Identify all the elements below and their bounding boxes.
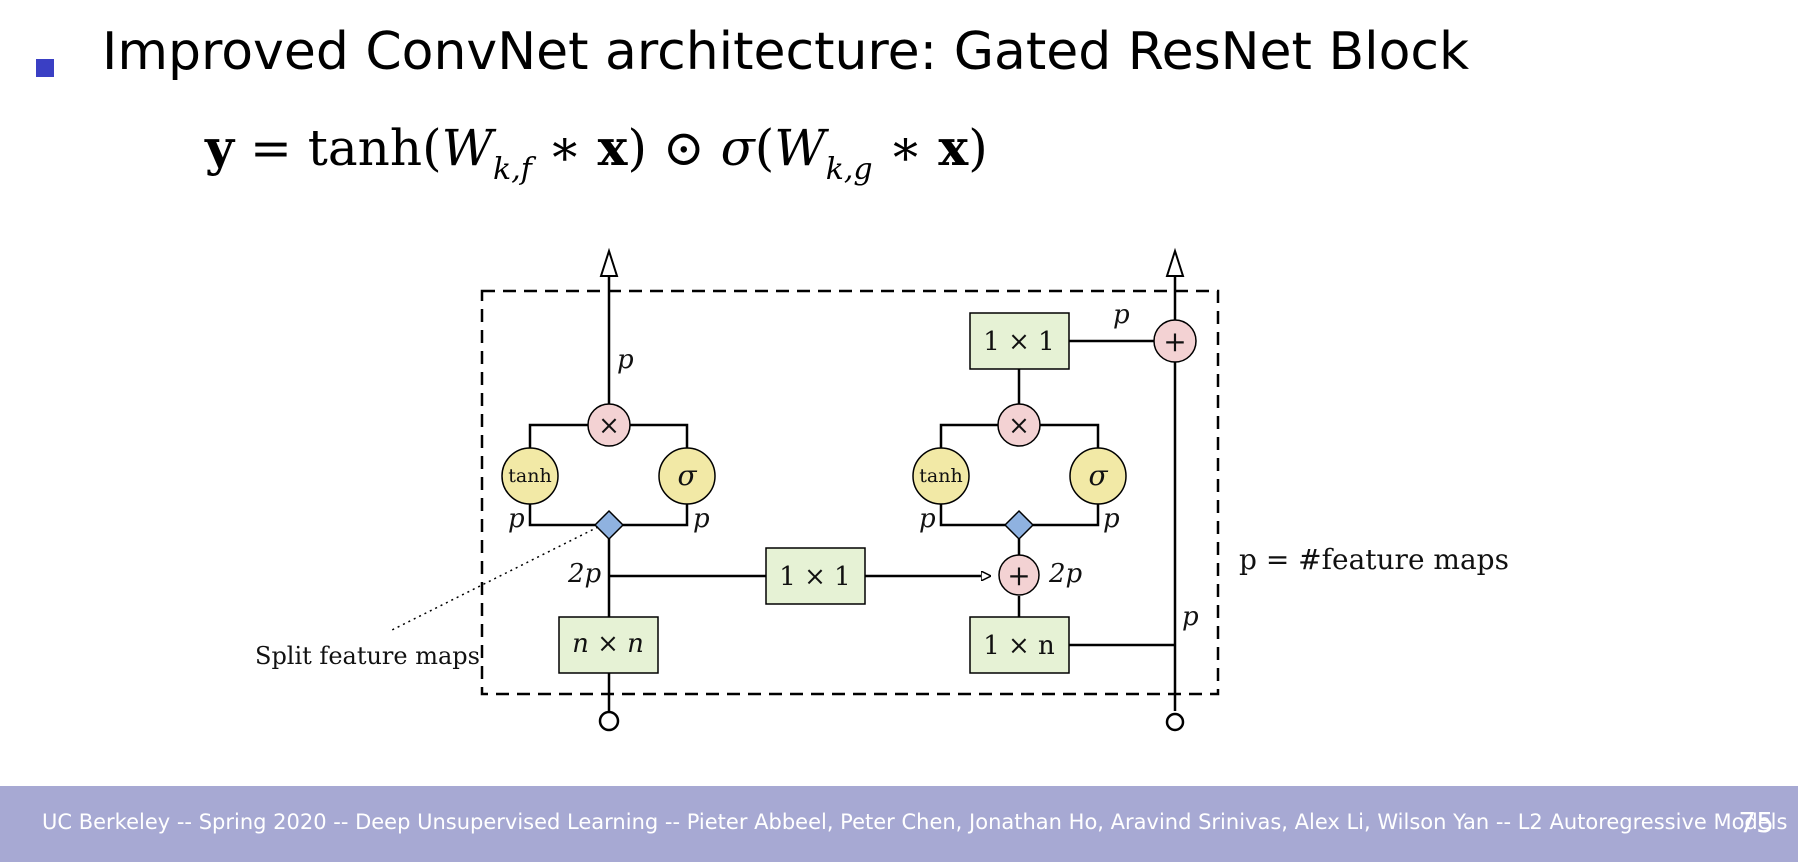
right-2p-label: 2p	[1048, 559, 1083, 589]
right-add-top-label: +	[1163, 325, 1186, 358]
conv-nxn-label: n × n	[572, 629, 644, 659]
left-path	[528, 247, 766, 711]
formula-sigma: σ	[720, 119, 755, 177]
left-p-top-label: p	[617, 345, 634, 375]
conv-1xn-label: 1 × n	[983, 631, 1055, 661]
gating-formula: y = tanh(Wk,f ∗ x) ⊙ σ(Wk,g ∗ x)	[205, 118, 988, 187]
formula-y: y	[205, 118, 235, 177]
left-p-left-label: p	[508, 504, 525, 534]
right-tanh-label: tanh	[919, 465, 962, 487]
formula-tanh: tanh(	[307, 119, 442, 177]
split-feature-maps-label: Split feature maps	[255, 642, 480, 670]
formula-star2: ∗	[872, 119, 939, 177]
conv-1x1-top-label: 1 × 1	[983, 327, 1054, 357]
right-add-top-node: +	[1153, 319, 1197, 363]
formula-w1: W	[441, 119, 494, 177]
left-input-node	[598, 710, 620, 732]
right-multiply-label: ×	[1008, 411, 1030, 441]
block-boundary	[480, 289, 1220, 696]
right-split-node	[1003, 509, 1035, 541]
formula-x2: x	[938, 118, 969, 177]
slide-title: Improved ConvNet architecture: Gated Res…	[102, 22, 1470, 82]
right-p-right-label: p	[1103, 504, 1120, 534]
left-p-right-label: p	[693, 504, 710, 534]
formula-open2: (	[754, 119, 775, 177]
left-sigma-node: σ	[658, 447, 716, 505]
left-split-node	[593, 509, 625, 541]
right-add-mid-node: +	[998, 554, 1040, 596]
right-tanh-node: tanh	[912, 447, 970, 505]
right-sigma-label: σ	[1088, 459, 1108, 492]
left-2p-label: 2p	[567, 559, 602, 589]
footer-text: UC Berkeley -- Spring 2020 -- Deep Unsup…	[42, 810, 1788, 834]
middle-conv-1x1-label: 1 × 1	[779, 562, 850, 592]
title-bullet	[36, 59, 54, 77]
right-multiply-node: ×	[997, 403, 1041, 447]
left-multiply-node: ×	[587, 403, 631, 447]
formula-close2: )	[968, 119, 988, 177]
right-input-node	[1165, 712, 1185, 732]
formula-star1: ∗	[531, 119, 598, 177]
split-pointer	[391, 526, 599, 631]
right-add-mid-label: +	[1007, 559, 1030, 592]
formula-x1: x	[597, 118, 628, 177]
right-p-skip-label: p	[1182, 602, 1199, 632]
footer-bar: UC Berkeley -- Spring 2020 -- Deep Unsup…	[0, 786, 1798, 862]
left-sigma-label: σ	[677, 459, 697, 492]
feature-maps-legend: p = #feature maps	[1239, 543, 1509, 576]
formula-w2: W	[774, 119, 826, 177]
middle-conv-1x1-box: 1 × 1	[765, 547, 866, 605]
right-p-top-label: p	[1113, 300, 1130, 330]
formula-equals: =	[249, 119, 292, 177]
gated-resnet-diagram: n × n tanh σ × p p p 2p Split feature ma…	[255, 247, 1509, 732]
formula-close1: )	[627, 119, 647, 177]
conv-1x1-top-box: 1 × 1	[969, 312, 1070, 370]
conv-1xn-box: 1 × n	[969, 616, 1070, 674]
formula-odot: ⊙	[646, 119, 721, 177]
conv-nxn-box: n × n	[558, 616, 659, 674]
left-multiply-label: ×	[598, 411, 620, 441]
page-number: 75	[1738, 806, 1774, 839]
formula-sub2: k,g	[825, 152, 873, 187]
right-p-left-label: p	[919, 504, 936, 534]
left-tanh-node: tanh	[501, 447, 559, 505]
right-sigma-node: σ	[1069, 447, 1127, 505]
left-tanh-label: tanh	[508, 465, 551, 487]
formula-sub1: k,f	[493, 152, 532, 187]
